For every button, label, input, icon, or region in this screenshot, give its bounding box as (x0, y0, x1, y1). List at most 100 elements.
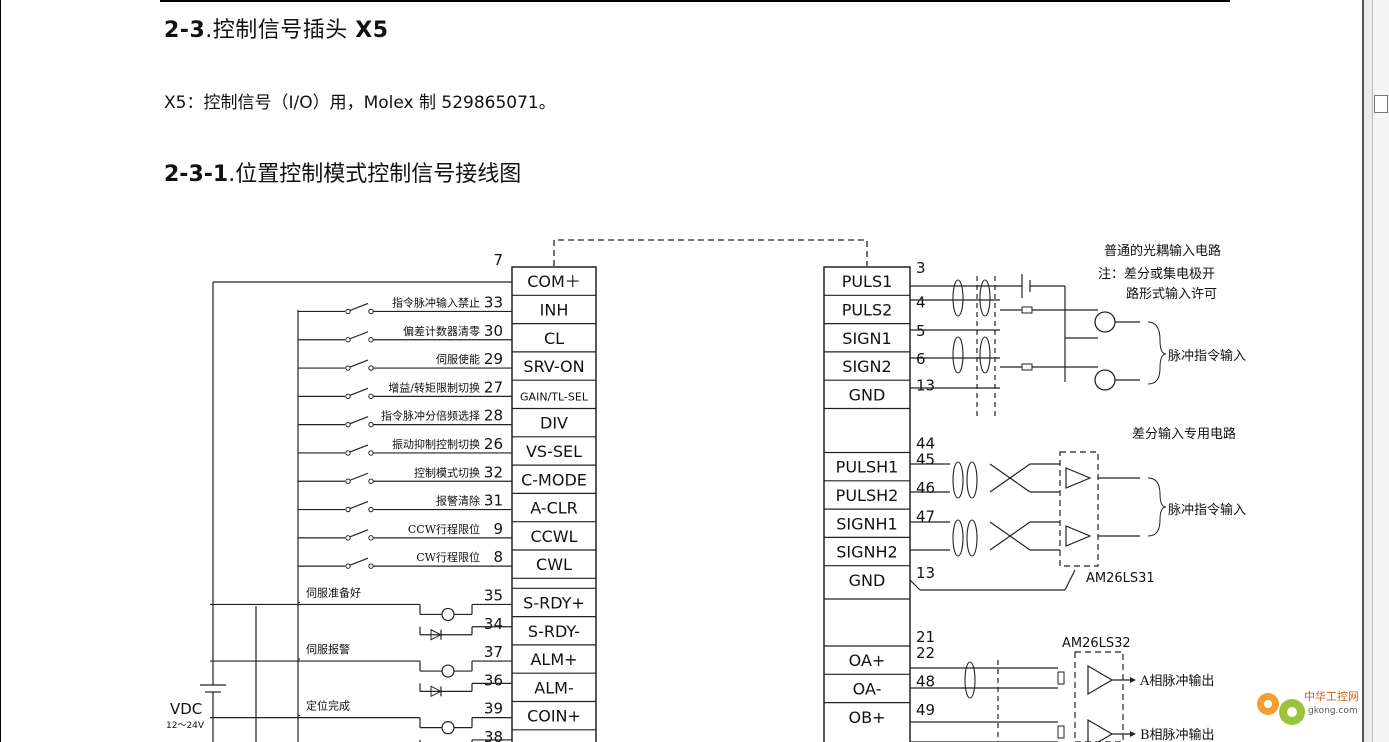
switch-contact (345, 421, 351, 428)
driver-chip-label: AM26LS32 (1062, 636, 1131, 651)
right-pin-number: 48 (916, 672, 935, 690)
dashed-link (553, 239, 868, 266)
switch-blade (349, 500, 369, 510)
subsection-title: 位置控制模式控制信号接线图 (235, 162, 522, 187)
left-connector-box (511, 266, 597, 742)
switch-description: 增益/转矩限制切换 (388, 380, 480, 394)
resistor (1021, 306, 1033, 314)
right-pin-number: 22 (916, 644, 935, 662)
right-pin-number: 45 (916, 451, 935, 469)
twisted-pair-symbol (964, 661, 976, 699)
vdc-range: 12～24V (166, 721, 205, 731)
output-signal-label: S-RDY- (528, 622, 580, 641)
right-signal-label: PULS1 (842, 272, 893, 291)
right-pin-number: 6 (916, 350, 926, 368)
right-pin-number: 47 (916, 507, 935, 525)
twisted-pair-symbol (952, 336, 964, 374)
switch-contact (368, 308, 374, 315)
switch-contact (345, 478, 351, 484)
left-signal-label: INH (540, 300, 569, 319)
switch-blade (349, 529, 369, 538)
switch-description: CW行程限位 (416, 550, 480, 564)
note-line2: 注：差分或集电极开 (1098, 266, 1215, 282)
right-signal-label: SIGN2 (842, 357, 891, 376)
subsection-sep: . (228, 162, 236, 187)
switch-contact (345, 535, 351, 541)
left-pin-number: 8 (493, 548, 503, 566)
switch-contact (345, 563, 351, 569)
diff-wire (989, 521, 1031, 551)
pulse-input-label: 脉冲指令输入 (1168, 348, 1246, 364)
twisted-pair-symbol (966, 519, 978, 557)
switch-contact (345, 450, 351, 456)
left-pin-number: 7 (493, 251, 503, 269)
arrow-icon (1130, 677, 1136, 683)
brace-symbol (1147, 477, 1167, 537)
switch-contact (345, 308, 351, 315)
right-signal-label: OA+ (849, 651, 886, 670)
right-signal-label: PULSH1 (836, 458, 899, 477)
left-pin-number: 26 (484, 435, 503, 453)
scrollbar-thumb[interactable] (1374, 95, 1388, 113)
left-pin-number: 30 (484, 322, 503, 340)
switch-contact (345, 393, 351, 400)
right-signal-label: SIGNH1 (836, 514, 897, 533)
output-pin-number: 36 (484, 671, 503, 689)
switch-blade (349, 444, 369, 453)
switch-contact (368, 478, 374, 484)
output-description: 伺服报警 (306, 642, 350, 656)
diff-wire (989, 463, 1031, 493)
relay-coil (441, 664, 455, 678)
right-pin-number: 49 (916, 701, 935, 719)
receiver-chip-box (1059, 451, 1099, 567)
left-pin-number: 32 (484, 463, 503, 481)
scrollbar-track[interactable] (1372, 0, 1389, 742)
left-signal-label: VS-SEL (526, 442, 582, 461)
receiver-chip-label: AM26LS31 (1086, 571, 1155, 586)
left-signal-label: DIV (540, 414, 568, 433)
section-suffix: X5 (355, 18, 389, 43)
output-signal-label: ALM+ (530, 650, 577, 669)
right-signal-label: OA- (853, 679, 882, 698)
gnd-wire (1064, 569, 1076, 591)
switch-description: 指令脉冲分倍频选择 (381, 409, 480, 423)
subsection-heading: 2-3-1.位置控制模式控制信号接线图 (164, 156, 521, 188)
switch-description: 振动抑制控制切换 (392, 437, 480, 451)
switch-contact (368, 563, 374, 569)
left-signal-label: SRV-ON (523, 357, 584, 376)
note-line3: 路形式输入许可 (1126, 286, 1217, 302)
window-left-border (0, 0, 1, 742)
page-top-rule (160, 0, 1230, 2)
left-signal-label: C-MODE (521, 470, 587, 489)
driver-symbol (1087, 718, 1114, 742)
output-resistor (1057, 725, 1065, 739)
switch-description: 报警清除 (436, 494, 480, 508)
left-signal-label: CCWL (530, 527, 577, 546)
pulse-output-label: A相脉冲输出 (1139, 673, 1214, 689)
switch-contact (368, 535, 374, 541)
output-signal-label: COIN+ (527, 707, 581, 726)
watermark-line1: 中华工控网 (1304, 689, 1359, 703)
switch-description: 控制模式切换 (414, 465, 480, 479)
diff-note: 差分输入专用电路 (1132, 426, 1236, 442)
switch-contact (345, 365, 351, 371)
output-pin-number: 37 (484, 643, 503, 661)
receiver-symbol (1065, 467, 1092, 489)
subsection-number: 2-3-1 (164, 162, 229, 187)
right-pin-number: 4 (916, 293, 926, 311)
right-pin-number: 3 (916, 259, 926, 277)
relay-coil (441, 607, 455, 622)
right-signal-label: SIGN1 (842, 329, 891, 348)
switch-description: CCW行程限位 (408, 522, 480, 536)
switch-contact (368, 337, 374, 343)
receiver-symbol (1065, 525, 1092, 547)
output-pin-number: 34 (484, 615, 503, 633)
switch-contact (345, 337, 351, 343)
switch-contact (368, 506, 374, 513)
transistor-symbol (1094, 369, 1116, 391)
twisted-pair-symbol (979, 279, 991, 317)
right-pin-number: 13 (916, 376, 935, 394)
switch-contact (345, 506, 351, 513)
right-pin-number: 46 (916, 479, 935, 497)
right-pin-number: 13 (916, 564, 935, 582)
